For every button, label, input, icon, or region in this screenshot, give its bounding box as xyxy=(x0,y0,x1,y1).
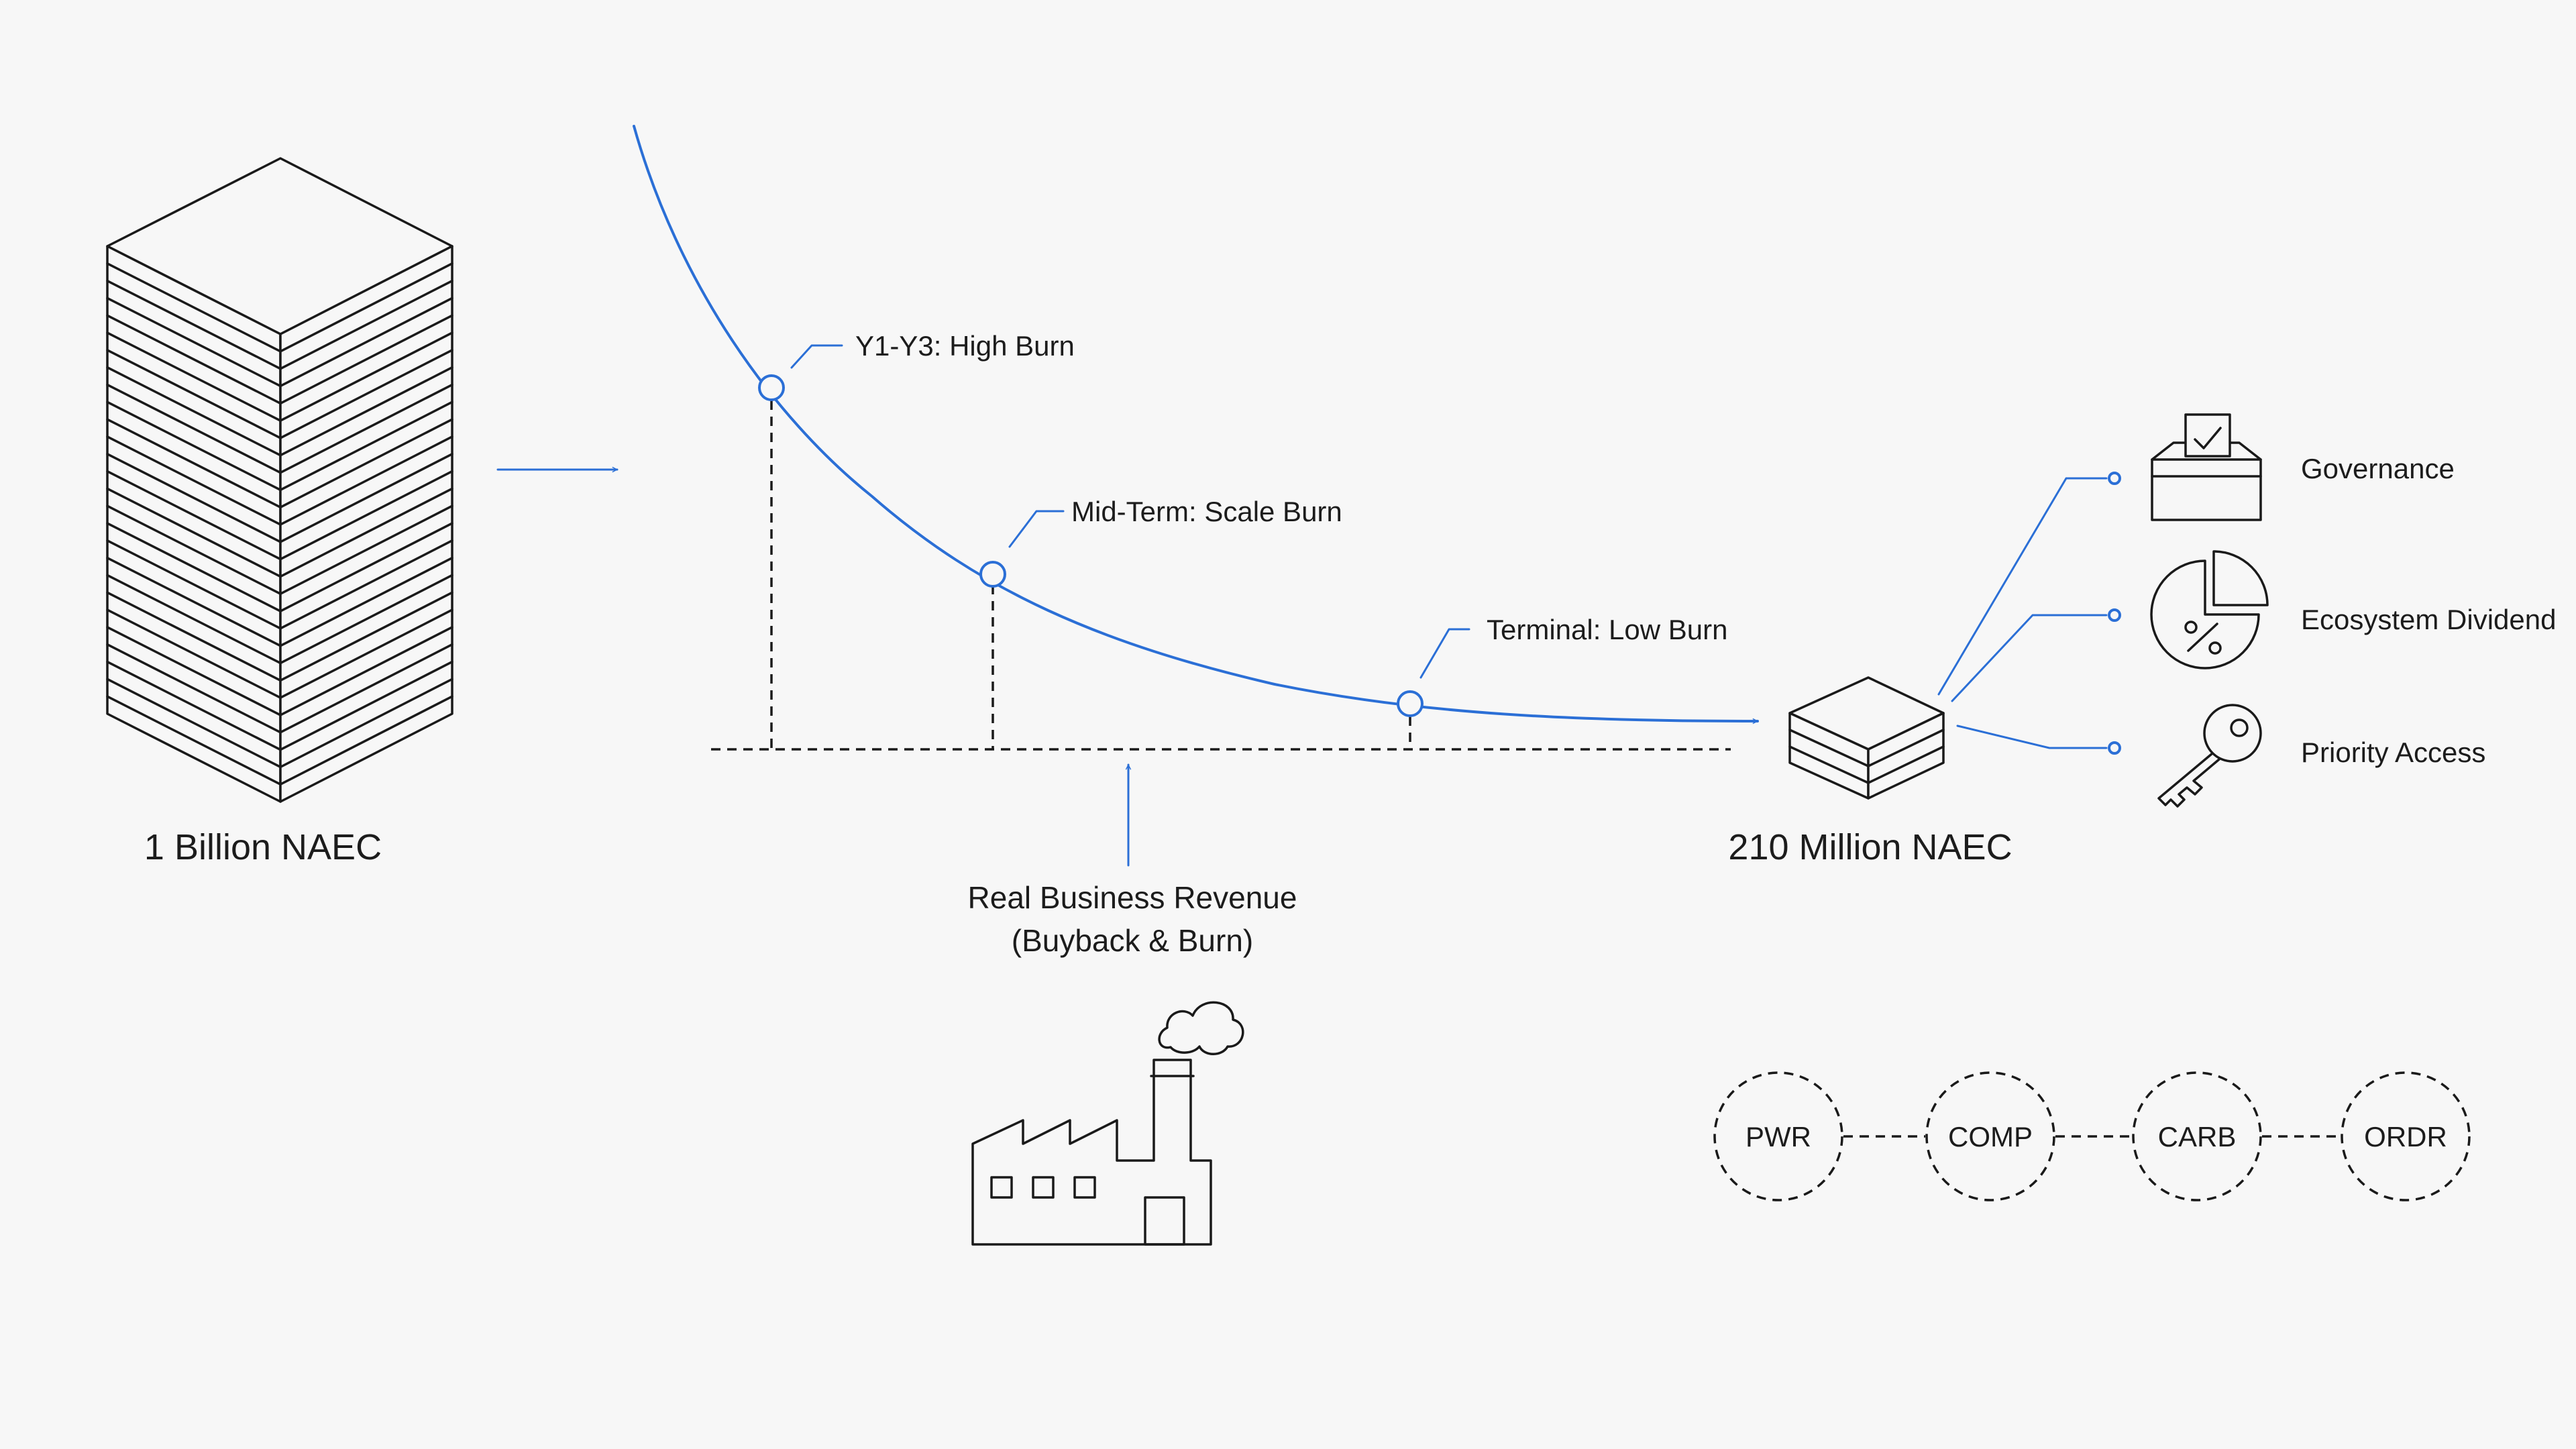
stack-layer-line xyxy=(106,678,453,769)
initial-supply-label: 1 Billion NAEC xyxy=(144,827,382,867)
stack-layer-line xyxy=(106,487,453,578)
asset-chain: PWR COMP CARB ORDR xyxy=(1713,1071,2471,1201)
chain-node-pwr xyxy=(1713,1071,1843,1201)
callout-leader-2 xyxy=(1008,510,1065,548)
initial-supply-stack xyxy=(106,157,453,803)
stack-layer-line xyxy=(106,262,453,353)
revenue-label-line-1: Real Business Revenue xyxy=(968,880,1297,915)
callout-leader-3 xyxy=(1419,628,1470,679)
utility-label-governance: Governance xyxy=(2301,453,2455,484)
stack-layer-line xyxy=(106,695,453,786)
stack-layer-line xyxy=(106,297,453,388)
chain-label-carb: CARB xyxy=(2158,1121,2237,1152)
burn-curve-chart: Y1-Y3: High Burn Mid-Term: Scale Burn Te… xyxy=(633,125,1759,751)
chain-label-pwr: PWR xyxy=(1746,1121,1811,1152)
stack-layer-line xyxy=(106,539,453,630)
stack-layer-line xyxy=(106,522,453,612)
stage-label-scale-burn: Mid-Term: Scale Burn xyxy=(1071,496,1342,527)
final-supply-label: 210 Million NAEC xyxy=(1728,827,2012,867)
stack-layer-line xyxy=(106,435,453,526)
final-supply-stack xyxy=(1788,676,1945,800)
stack-layer-line xyxy=(106,400,453,492)
stage-label-low-burn: Terminal: Low Burn xyxy=(1487,614,1727,645)
stack-layer-line xyxy=(106,660,453,751)
stack-layer-line xyxy=(106,556,453,647)
callout-leader-1 xyxy=(790,344,843,369)
stack-layer-line xyxy=(106,608,453,699)
stage-marker-low-burn xyxy=(1397,690,1424,717)
connector-dot-priority xyxy=(2108,741,2121,755)
stage-marker-scale-burn xyxy=(979,561,1006,588)
stack-layer-line xyxy=(106,453,453,543)
connector-dividend xyxy=(1951,614,2108,702)
stack-layer-line xyxy=(106,470,453,561)
factory-icon xyxy=(971,1001,1244,1246)
chain-label-comp: COMP xyxy=(1948,1121,2033,1152)
stack-layer-line xyxy=(106,574,453,665)
chain-node-comp xyxy=(1925,1071,2055,1201)
stack-layer-lines xyxy=(106,262,453,786)
stack-layer-line xyxy=(106,314,453,405)
stack-layer-line xyxy=(106,591,453,682)
utility-label-dividend: Ecosystem Dividend xyxy=(2301,604,2556,635)
stack-layer-line xyxy=(106,626,453,716)
stage-marker-high-burn xyxy=(758,374,785,401)
stack-layer-line xyxy=(106,383,453,474)
pie-percent-icon xyxy=(2150,550,2269,669)
chain-node-ordr xyxy=(2341,1071,2471,1201)
connector-priority xyxy=(1956,724,2108,749)
chain-node-carb xyxy=(2132,1071,2262,1201)
stage-label-high-burn: Y1-Y3: High Burn xyxy=(855,330,1075,362)
stack-layer-line xyxy=(106,331,453,422)
stack-layer-line xyxy=(106,643,453,734)
stack-layer-line xyxy=(106,366,453,457)
connector-dot-dividend xyxy=(2108,608,2121,622)
connector-governance xyxy=(1937,477,2108,696)
stack-layer-line xyxy=(106,504,453,595)
revenue-label-line-2: (Buyback & Burn) xyxy=(1012,923,1253,958)
burn-decay-curve xyxy=(633,125,1759,721)
ballot-box-icon xyxy=(2151,413,2262,521)
stack-layer-line xyxy=(106,279,453,370)
chain-label-ordr: ORDR xyxy=(2364,1121,2447,1152)
utility-label-priority: Priority Access xyxy=(2301,737,2485,768)
stack-layer-line xyxy=(106,418,453,508)
key-icon xyxy=(2157,704,2262,808)
stack-layer-line xyxy=(106,349,453,439)
connector-dot-governance xyxy=(2108,472,2121,485)
